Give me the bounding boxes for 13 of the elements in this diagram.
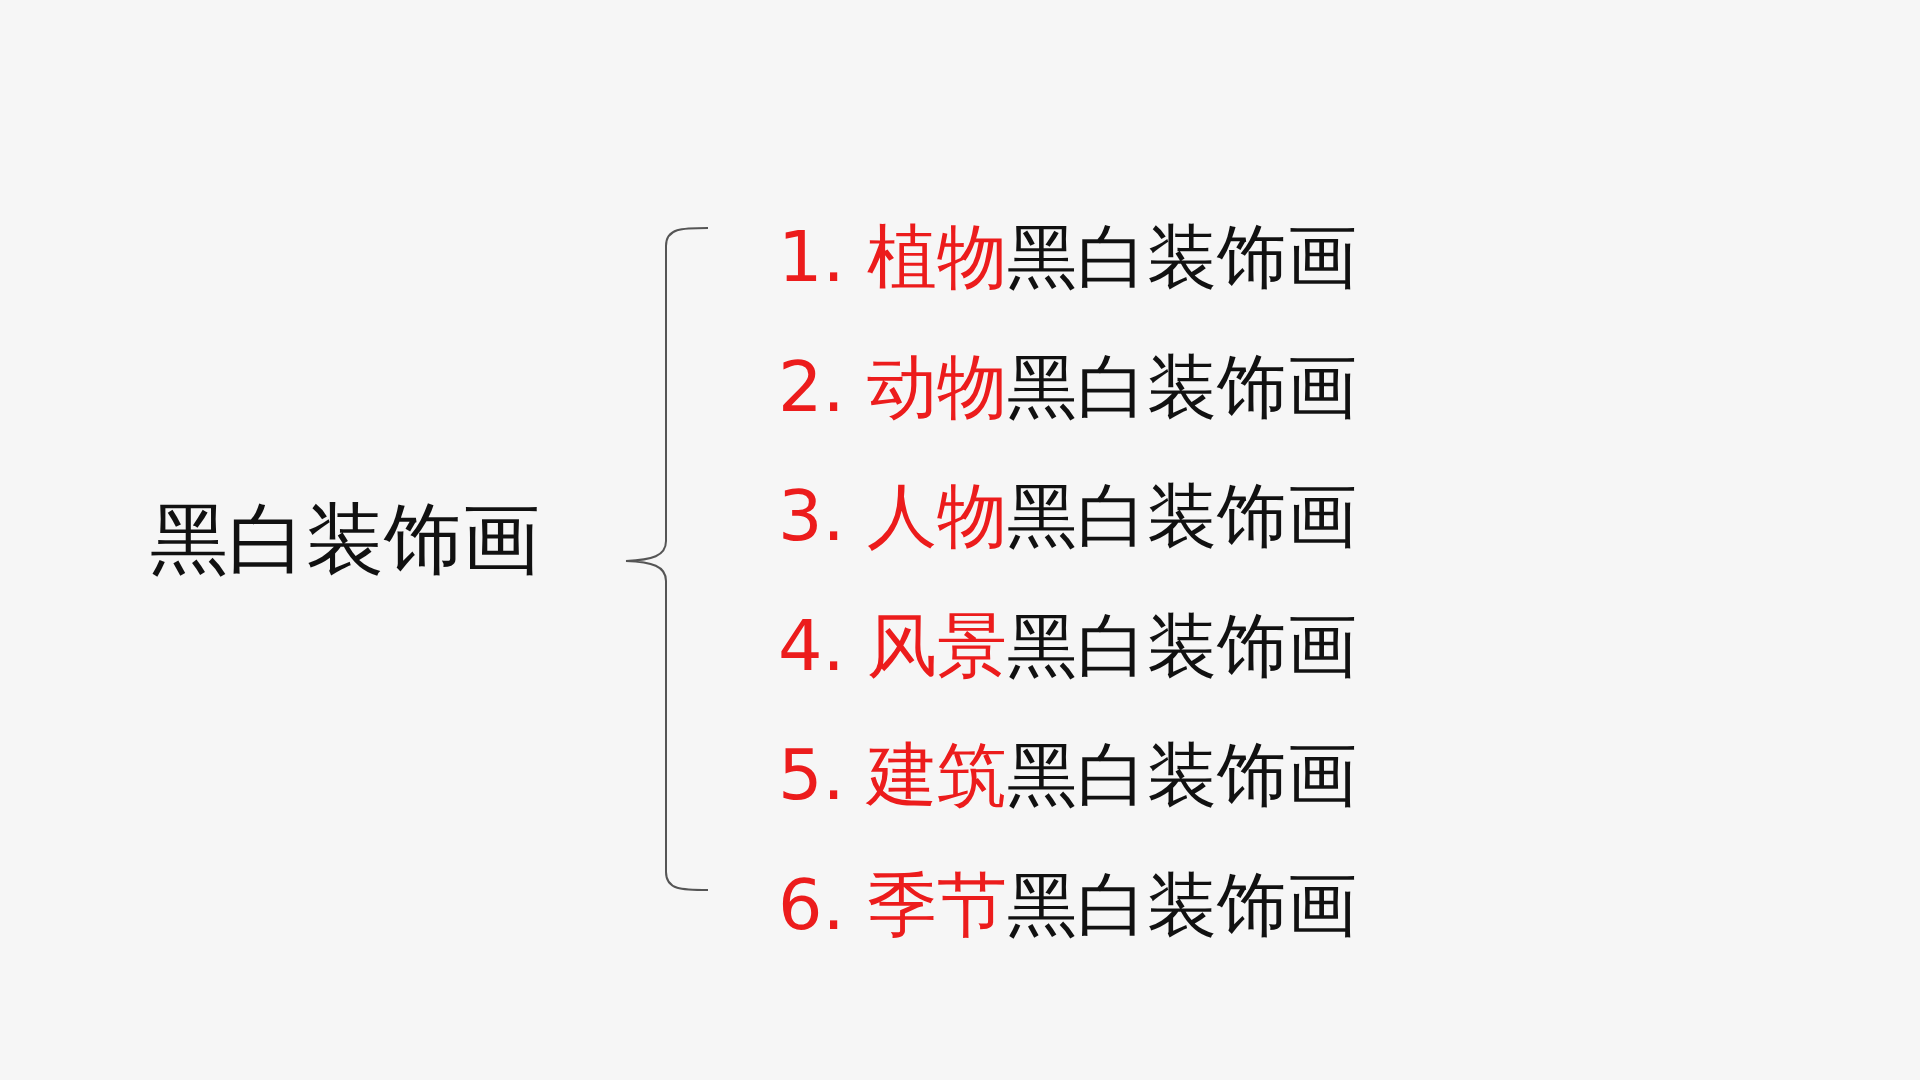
- category-label: 6. 季节: [778, 869, 1008, 940]
- item-text: 黑白装饰画: [1007, 740, 1358, 810]
- category-label: 4. 风景: [778, 610, 1008, 681]
- item-text: 黑白装饰画: [1007, 222, 1358, 292]
- item-text: 黑白装饰画: [1007, 869, 1358, 940]
- item-text: 黑白装饰画: [1007, 610, 1358, 681]
- category-label: 3. 人物: [778, 481, 1008, 551]
- category-label: 5. 建筑: [778, 740, 1008, 810]
- category-label: 2. 动物: [778, 351, 1008, 422]
- item-text: 黑白装饰画: [1007, 481, 1358, 551]
- category-label: 1. 植物: [778, 222, 1008, 292]
- topic-heading: 黑白装饰画: [150, 500, 540, 578]
- item-text: 黑白装饰画: [1007, 351, 1358, 422]
